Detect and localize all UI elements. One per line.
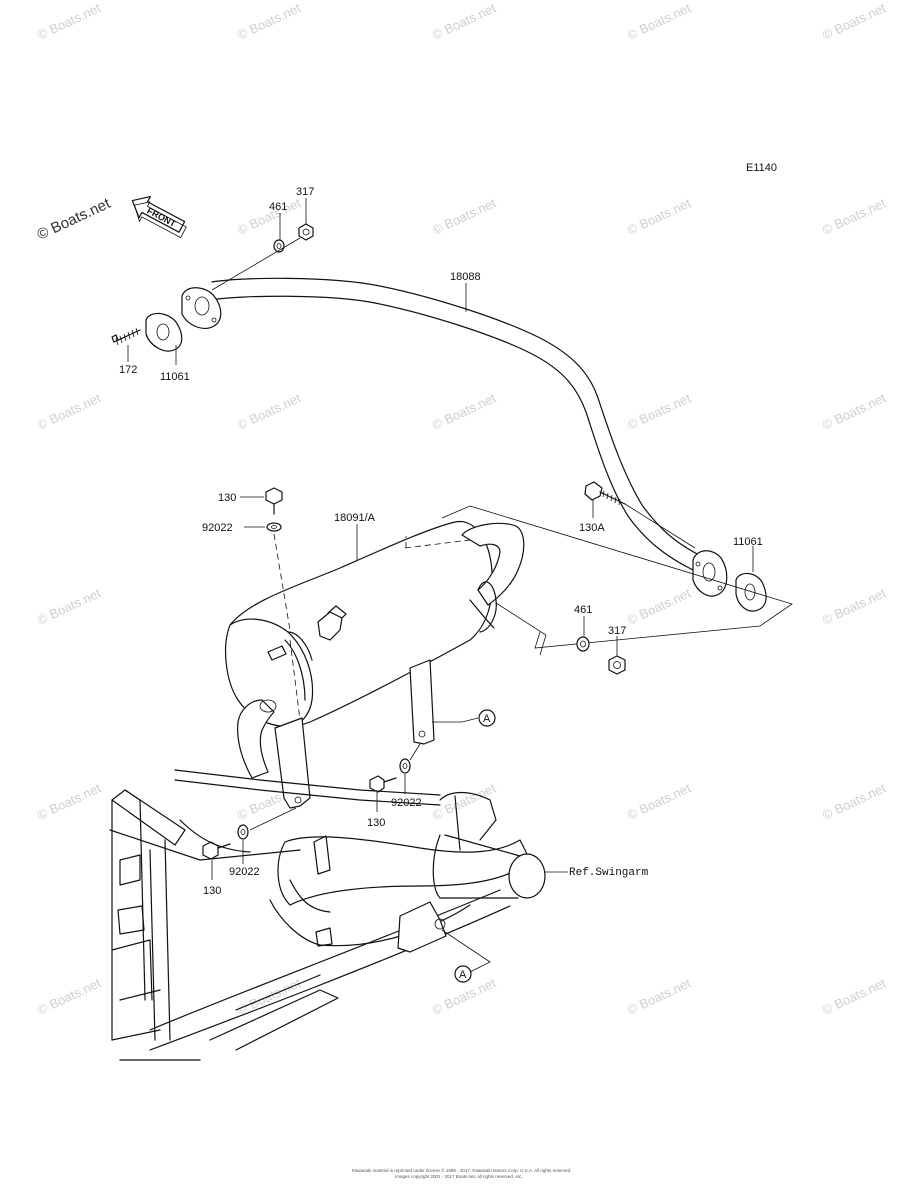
label-130-lower: 130: [203, 885, 221, 897]
label-130A: 130A: [579, 522, 605, 534]
watermark: © Boats.net: [235, 0, 303, 43]
watermark: © Boats.net: [430, 0, 498, 43]
label-11061-left: 11061: [160, 371, 190, 383]
watermark: © Boats.net: [820, 390, 888, 433]
muffler: [225, 521, 525, 809]
washer-92022-mid: [399, 758, 411, 774]
frame-structure: [109, 769, 546, 1061]
front-arrow-icon: FRONT: [131, 195, 187, 239]
watermark: © Boats.net: [35, 780, 103, 823]
bolt-130-mid: [369, 775, 397, 793]
muffler-extension: [441, 505, 793, 649]
leader-130A: [624, 503, 696, 549]
leader-lower-bracket: [249, 807, 297, 831]
watermark: © Boats.net: [430, 390, 498, 433]
watermark: © Boats.net: [820, 780, 888, 823]
nut-317-right: [608, 655, 626, 675]
label-461-right: 461: [574, 604, 592, 616]
exhaust-pipe: [181, 277, 728, 597]
watermark: © Boats.net: [625, 195, 693, 238]
label-92022-top: 92022: [202, 522, 233, 534]
watermark: © Boats.net: [35, 975, 103, 1018]
watermark: © Boats.net: [625, 390, 693, 433]
label-ref-swingarm: Ref.Swingarm: [569, 867, 649, 879]
bolt-130A: [584, 481, 626, 506]
label-ref-a-lower: A: [459, 969, 467, 981]
label-130-mid: 130: [367, 817, 385, 829]
watermark: © Boats.net: [430, 780, 498, 823]
watermark: © Boats.net: [35, 585, 103, 628]
muffler-extension-2: [495, 602, 547, 656]
watermark: © Boats.net: [625, 0, 693, 43]
stud-172: [111, 327, 141, 346]
watermark-grid: © Boats.net © Boats.net © Boats.net © Bo…: [35, 0, 888, 1018]
label-ref-a-upper: A: [483, 713, 491, 725]
bolt-130-lower: [202, 841, 231, 860]
watermark: © Boats.net: [820, 975, 888, 1018]
label-18091A: 18091/A: [334, 512, 376, 524]
label-172: 172: [119, 364, 137, 376]
label-92022-mid: 92022: [391, 797, 422, 809]
label-130-top: 130: [218, 492, 236, 504]
dashed-guide-bolt-top: [273, 533, 291, 631]
label-92022-lower: 92022: [229, 866, 260, 878]
washer-461-right: [576, 636, 590, 652]
diagram-code: E1140: [746, 162, 777, 174]
leader-mid-bracket: [409, 743, 421, 761]
brand-watermark: © Boats.net: [35, 195, 114, 244]
watermark: © Boats.net: [820, 195, 888, 238]
footer-copyright-line2: Images copyright 2001 - 2017 Boats.net, …: [395, 1174, 523, 1179]
leader-ref-a-lower: [441, 929, 491, 973]
gasket-right: [735, 572, 767, 612]
label-317-top: 317: [296, 186, 314, 198]
watermark: © Boats.net: [625, 780, 693, 823]
label-317-right: 317: [608, 625, 626, 637]
watermark: © Boats.net: [625, 585, 693, 628]
watermark: © Boats.net: [820, 585, 888, 628]
ref-a-lower-circle: [454, 965, 472, 983]
washer-92022-top: [266, 522, 282, 532]
label-18088: 18088: [450, 271, 481, 283]
watermark: © Boats.net: [625, 975, 693, 1018]
washer-92022-lower: [237, 824, 249, 840]
watermark: © Boats.net: [35, 390, 103, 433]
gasket-left: [145, 312, 183, 352]
footer-copyright-line1: Kawasaki material is reprinted under lic…: [352, 1167, 571, 1173]
leader-ref-a-upper: [432, 717, 479, 723]
watermark: © Boats.net: [820, 0, 888, 43]
watermark: © Boats.net: [430, 195, 498, 238]
ref-a-upper-circle: [478, 709, 496, 727]
nut-317-top: [298, 223, 314, 241]
bolt-130-top: [265, 487, 283, 515]
label-11061-right: 11061: [733, 536, 763, 548]
watermark: © Boats.net: [235, 390, 303, 433]
leader-flange-stud: [211, 237, 301, 291]
label-461-top: 461: [269, 201, 287, 213]
watermark: © Boats.net: [35, 0, 103, 43]
